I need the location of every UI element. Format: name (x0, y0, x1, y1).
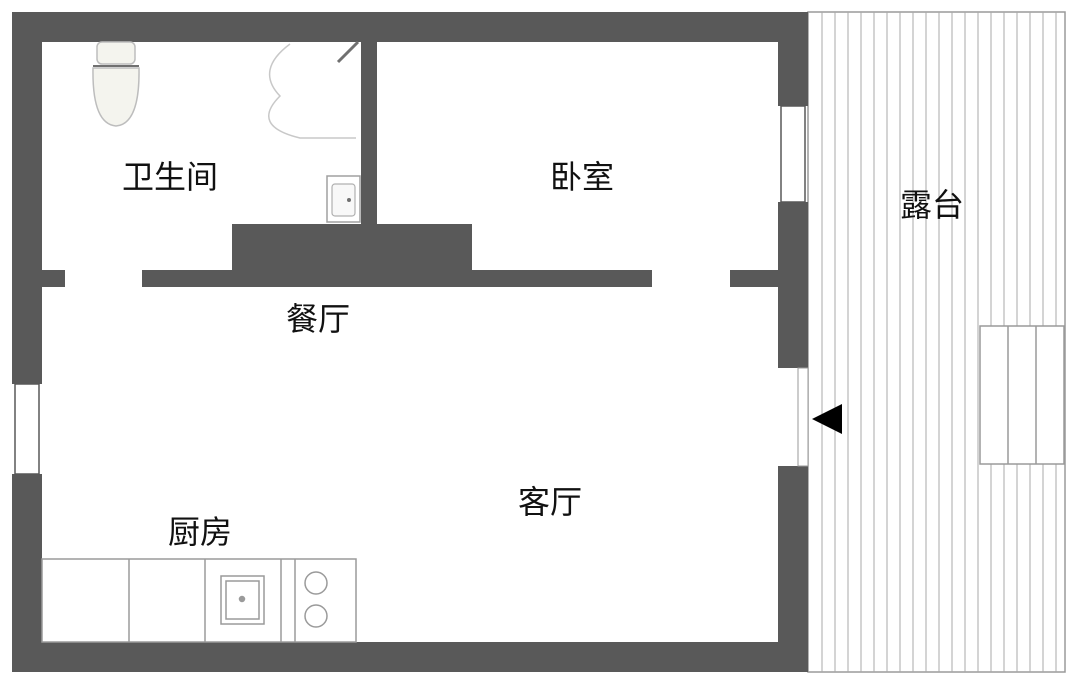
room-label-bathroom: 卫生间 (122, 158, 218, 196)
windows (14, 105, 806, 475)
stove-icon (304, 571, 328, 628)
kitchen-counter (41, 558, 357, 643)
room-label-dining: 餐厅 (286, 300, 350, 338)
room-label-living: 客厅 (518, 483, 582, 521)
kitchen-sink-icon (220, 575, 265, 625)
sink-icon (326, 175, 361, 223)
room-label-kitchen: 厨房 (168, 513, 232, 551)
room-label-bedroom: 卧室 (550, 158, 614, 196)
bathroom-door-swing (268, 40, 360, 139)
window-bedroom (780, 105, 806, 203)
walls (12, 12, 808, 672)
entrance-arrow-icon (812, 404, 842, 434)
room-label-terrace: 露台 (900, 186, 964, 224)
terrace-steps (979, 325, 1065, 465)
terrace-door[interactable] (797, 367, 809, 467)
terrace-deck (807, 11, 1066, 673)
toilet-icon (92, 41, 140, 127)
window-living (14, 383, 40, 475)
